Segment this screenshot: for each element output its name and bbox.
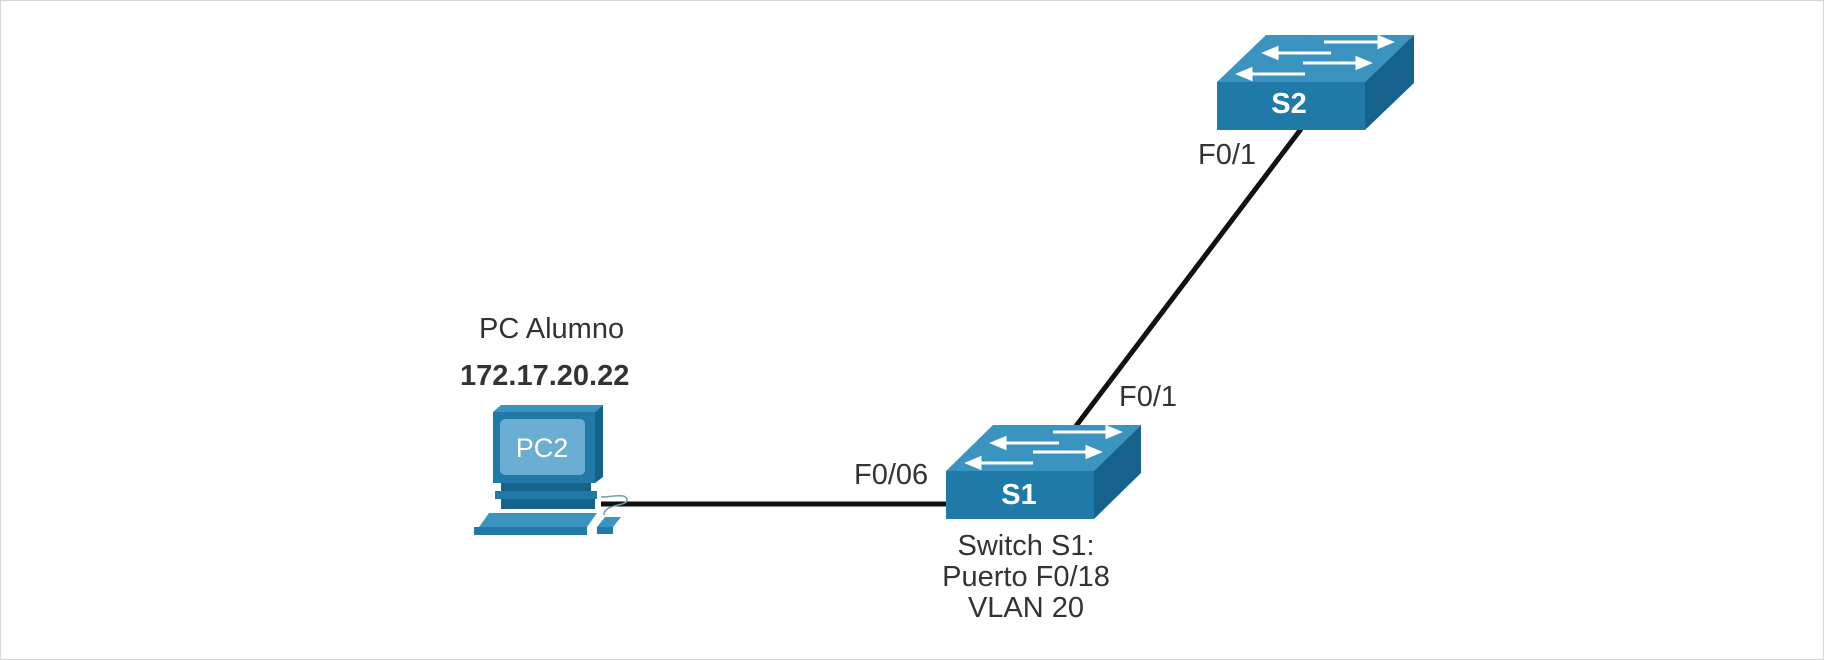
switch-s1-caption: Switch S1: Puerto F0/18 VLAN 20 — [936, 531, 1116, 624]
switch-s1-icon: S1 — [946, 424, 1141, 519]
pc-screen-label: PC2 — [516, 433, 569, 463]
switch-s1-label: S1 — [1001, 479, 1036, 511]
port-label-s1-f0-06: F0/06 — [854, 459, 929, 491]
pc-name-label: PC Alumno — [479, 313, 625, 345]
port-label-s1-f0-1: F0/1 — [1119, 381, 1178, 413]
switch-s1-caption-line: Switch S1: — [957, 530, 1095, 562]
pc-ip-label: 172.17.20.22 — [460, 360, 630, 392]
switch-s2-icon: S2 — [1217, 34, 1414, 130]
switch-s1-caption-line: VLAN 20 — [967, 592, 1085, 624]
switch-s1-caption-line: Puerto F0/18 — [942, 561, 1110, 593]
port-label-s2-f0-1: F0/1 — [1198, 139, 1257, 171]
cable-s1-s2 — [1074, 127, 1303, 428]
switch-s2-label: S2 — [1271, 88, 1306, 120]
pc-icon: PC2 — [474, 405, 628, 535]
